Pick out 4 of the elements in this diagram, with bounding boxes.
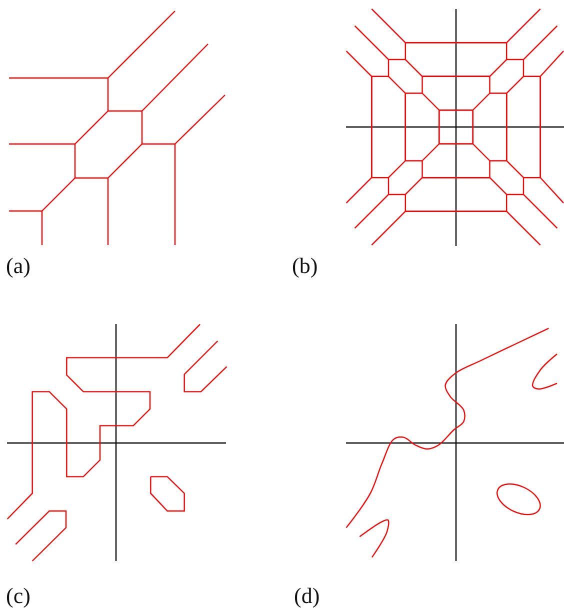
panel-label: (d) (294, 584, 320, 608)
panel-label: (a) (6, 254, 30, 278)
panel-label: (c) (6, 584, 30, 608)
panel-label: (b) (292, 254, 318, 278)
